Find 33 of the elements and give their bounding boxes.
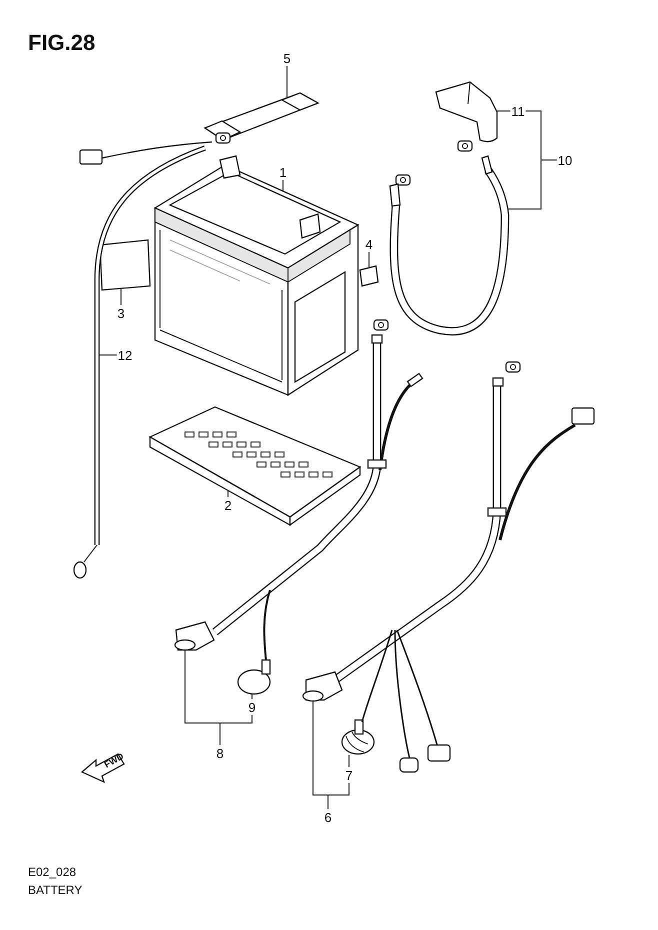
figure-title: FIG.28: [28, 30, 96, 56]
wiring-harness-drawing: [302, 361, 595, 773]
terminal-cover-drawing: [435, 81, 498, 142]
drawing-code: E02_028: [28, 866, 76, 878]
leader-line: [496, 110, 511, 112]
callout-number: 3: [117, 306, 125, 320]
wiring-harness-drawing: [174, 319, 424, 660]
battery-cable-drawing: [389, 140, 510, 336]
wire-drawing: [73, 132, 231, 579]
callout-number: 7: [345, 768, 353, 782]
callout-number: 5: [283, 50, 291, 66]
leader-line: [282, 180, 284, 194]
callout-number: 10: [558, 152, 572, 168]
leader-line: [120, 288, 122, 306]
callout-number: 11: [511, 104, 525, 118]
battery-drawing: [154, 155, 360, 396]
callout-number: 6: [324, 810, 332, 824]
callout-number: 2: [224, 498, 232, 512]
callout-number: 12: [118, 348, 132, 362]
direction-label: FWD: [103, 752, 126, 770]
callout-number: 4: [365, 236, 373, 252]
leader-line: [220, 714, 252, 746]
cap-drawing: [237, 659, 271, 695]
cap-drawing: [341, 719, 375, 755]
leader-line: [96, 354, 118, 356]
battery-tray-drawing: [148, 406, 362, 526]
leader-line: [348, 754, 350, 768]
leader-line: [368, 252, 370, 268]
callout-number: 1: [279, 164, 287, 180]
section-name: BATTERY: [28, 884, 82, 896]
leader-line: [328, 782, 350, 810]
callout-number: 8: [216, 746, 224, 760]
callout-number: 9: [248, 700, 256, 714]
